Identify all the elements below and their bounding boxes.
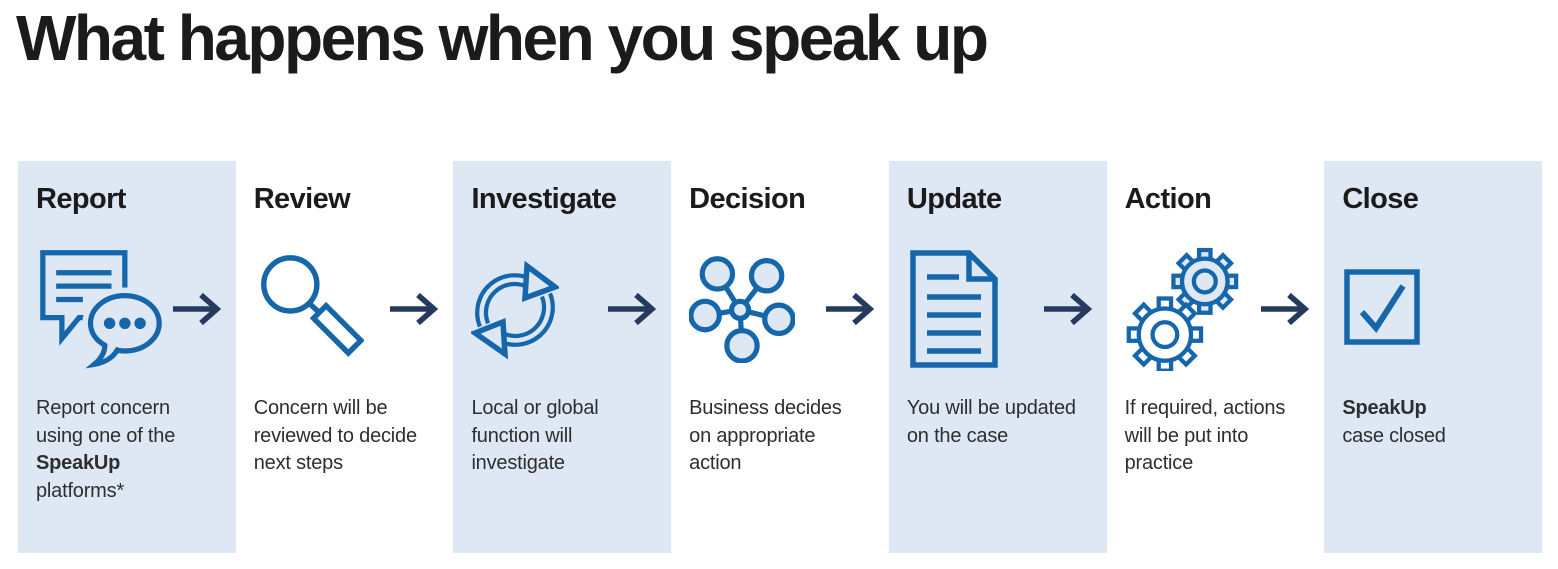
description-line: action [689, 452, 742, 474]
description-line: You will be updated [906, 397, 1076, 419]
description-line: practice [1124, 452, 1194, 474]
description-line: Business decides [689, 397, 842, 419]
step-description: You will be updated on the case [907, 395, 1076, 450]
step-title: Decision [689, 183, 806, 215]
step-title: Action [1124, 183, 1212, 215]
description-line: will be put into [1124, 424, 1249, 447]
flow-arrow-icon [387, 289, 439, 329]
flow-arrow-icon [1258, 289, 1310, 329]
step-description: If required, actions will be put into pr… [1125, 395, 1286, 478]
flow-arrow-icon [823, 289, 875, 329]
step-action: Action [1107, 161, 1325, 553]
step-title: Close [1342, 183, 1419, 215]
description-line: SpeakUp [1342, 397, 1427, 419]
chat-bubbles-icon [36, 247, 166, 371]
step-title: Investigate [471, 183, 617, 215]
flow-arrow-icon [605, 289, 657, 329]
gears-icon [1125, 245, 1239, 371]
magnifier-icon [254, 251, 364, 369]
step-investigate: Investigate Local or global function [453, 161, 672, 553]
description-line: Concern will be [253, 397, 388, 419]
description-line: investigate [471, 452, 565, 474]
sync-arrows-icon [471, 249, 560, 367]
step-close: Close SpeakUp case closed [1324, 161, 1543, 553]
step-review: Review Concern will be reviewed to decid… [236, 161, 454, 553]
description-line: If required, actions [1124, 397, 1286, 419]
description-line: SpeakUp [36, 452, 121, 474]
step-description: Concern will be reviewed to decide next … [254, 395, 417, 478]
document-icon [907, 249, 1001, 369]
step-title: Review [253, 183, 351, 215]
step-title: Update [906, 183, 1002, 215]
description-line: on appropriate [689, 424, 816, 447]
description-line: Local or global [471, 397, 599, 419]
flow-arrow-icon [1041, 289, 1093, 329]
description-line: on the case [906, 424, 1009, 447]
description-line: platforms* [36, 479, 125, 502]
step-description: Local or global function will investigat… [471, 395, 598, 478]
step-decision: Decision Business decides [671, 161, 889, 553]
description-line: case closed [1342, 424, 1446, 447]
description-line: next steps [253, 452, 343, 474]
step-description: Business decides on appropriate action [689, 395, 842, 478]
step-description: Report concern using one of the SpeakUp … [36, 395, 175, 505]
process-flow: Report Report concern usi [18, 161, 1543, 553]
checkbox-checked-icon [1342, 267, 1422, 347]
description-line: using one of the [36, 424, 176, 447]
description-line: Report concern [36, 397, 170, 419]
description-line: reviewed to decide [253, 424, 417, 447]
network-hub-icon [689, 251, 796, 363]
description-line: function will [471, 424, 573, 447]
step-update: Update You will be updated on the case [888, 161, 1107, 553]
step-description: SpeakUp case closed [1342, 395, 1446, 450]
step-report: Report Report concern usi [18, 161, 236, 553]
page-title: What happens when you speak up [16, 2, 989, 74]
flow-arrow-icon [170, 289, 222, 329]
step-title: Report [36, 183, 126, 215]
